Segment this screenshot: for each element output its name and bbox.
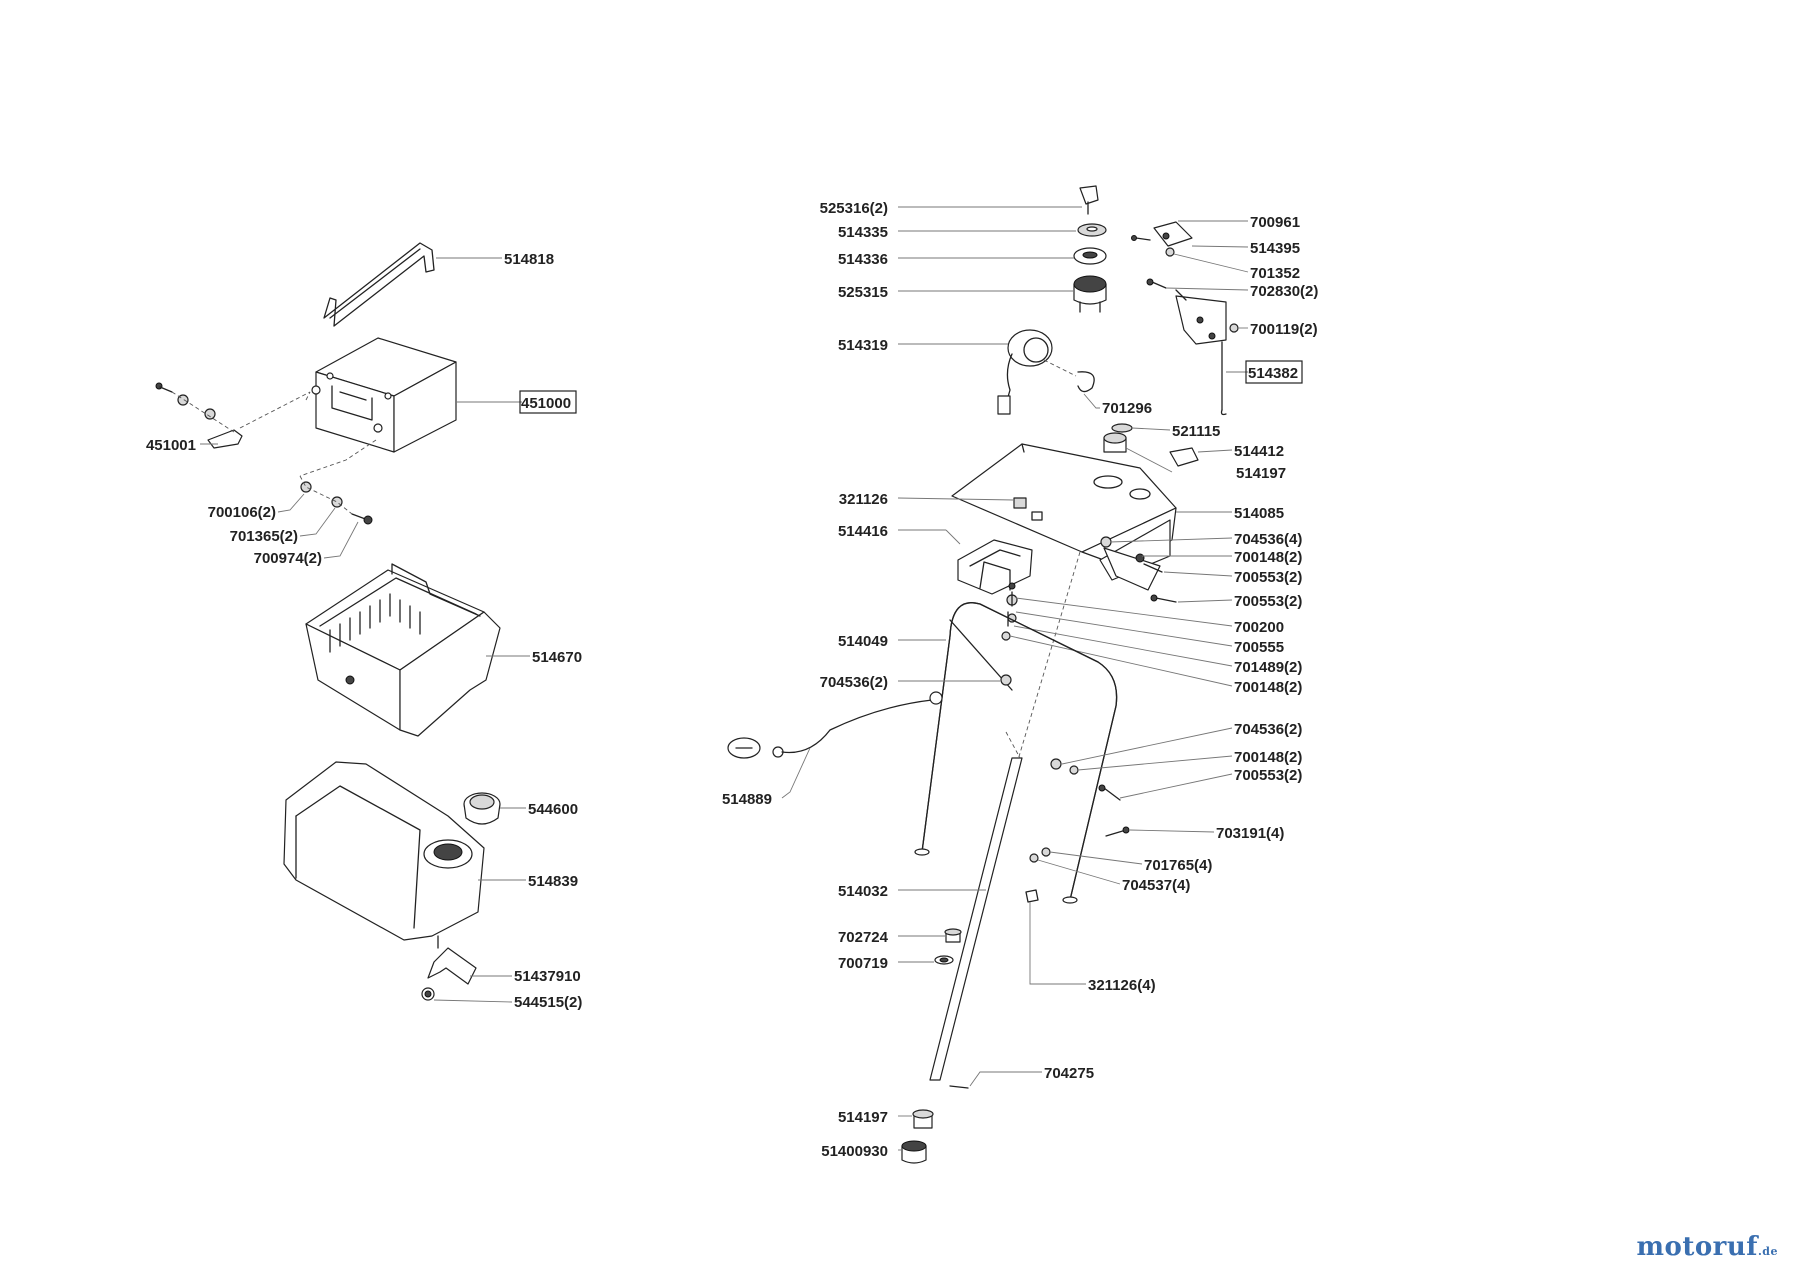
frame-bolts-lower-part [1029, 826, 1215, 885]
part-number-label-701765: 701765(4) [1144, 857, 1212, 874]
part-number-label-514416: 514416 [838, 523, 888, 540]
brand-watermark: motoruf.de [1636, 1232, 1778, 1262]
part-number-label-700148c: 700148(2) [1234, 749, 1302, 766]
part-number-label-514335: 514335 [838, 224, 888, 241]
fuel-tank-part [283, 761, 526, 949]
panel-nut-part [1103, 423, 1233, 473]
part-number-label-704536a: 704536(4) [1234, 531, 1302, 548]
lever-bracket-part [1131, 220, 1249, 273]
part-number-label-701365: 701365(2) [230, 528, 298, 545]
handle-bracket-part [898, 529, 1033, 595]
battery-terminal-part [155, 382, 311, 449]
part-number-label-700719: 700719 [838, 955, 888, 972]
part-number-label-514818: 514818 [504, 251, 554, 268]
part-number-label-703191: 703191(4) [1216, 825, 1284, 842]
part-number-label-700106: 700106(2) [208, 504, 276, 521]
part-number-label-701489: 701489(2) [1234, 659, 1302, 676]
part-number-label-544515: 544515(2) [514, 994, 582, 1011]
part-number-label-700553b: 700553(2) [1234, 593, 1302, 610]
label-box-451000 [519, 390, 577, 414]
part-number-label-700119: 700119(2) [1250, 321, 1318, 338]
part-number-label-700961: 700961 [1250, 214, 1300, 231]
part-number-label-514085: 514085 [1234, 505, 1284, 522]
fuel-cap-part [463, 792, 526, 825]
buzzer-part [898, 329, 1053, 415]
ignition-ring-part [898, 247, 1107, 265]
part-number-label-514382: 514382 [1248, 365, 1298, 382]
part-number-label-514197b: 514197 [838, 1109, 888, 1126]
ground-cable-part [727, 691, 943, 799]
control-rod-part [898, 731, 1023, 1081]
part-number-label-514889: 514889 [722, 791, 772, 808]
ignition-key-part [898, 185, 1099, 215]
part-number-label-321126: 321126 [839, 491, 888, 508]
ignition-nut-part [898, 223, 1107, 237]
part-number-label-521115: 521115 [1172, 423, 1220, 440]
frame-clip-part [1025, 889, 1086, 985]
part-number-label-701296: 701296 [1102, 400, 1152, 417]
brand-name: motoruf [1636, 1232, 1758, 1262]
part-number-label-525316: 525316(2) [820, 200, 888, 217]
handle-fasteners-part [1001, 551, 1233, 781]
part-number-label-514839: 514839 [528, 873, 578, 890]
part-number-label-704275: 704275 [1044, 1065, 1094, 1082]
part-number-label-700974: 700974(2) [254, 550, 322, 567]
part-number-label-700553a: 700553(2) [1234, 569, 1302, 586]
fuel-hose-part [421, 947, 513, 1003]
part-number-label-704537: 704537(4) [1122, 877, 1190, 894]
part-number-label-700200: 700200 [1234, 619, 1284, 636]
panel-fasteners-part [1100, 536, 1233, 603]
part-number-label-700148a: 700148(2) [1234, 549, 1302, 566]
part-number-label-514319: 514319 [838, 337, 888, 354]
handle-frame-part [898, 602, 1118, 904]
brand-tld: .de [1757, 1245, 1778, 1258]
rod-nut-part [898, 928, 962, 965]
part-number-label-704536c: 704536(2) [1234, 721, 1302, 738]
part-number-label-702724: 702724 [838, 929, 889, 946]
part-number-label-702830: 702830(2) [1250, 283, 1318, 300]
part-number-label-704536b: 704536(2) [820, 674, 888, 691]
part-number-label-514670: 514670 [532, 649, 582, 666]
part-number-label-701352: 701352 [1250, 265, 1300, 282]
part-number-label-525315: 525315 [838, 284, 888, 301]
part-labels: 514818 451000 451001 700106(2) 701365(2) 7009… [146, 200, 1318, 1160]
part-number-label-321126b: 321126(4) [1088, 977, 1156, 994]
part-number-label-514049: 514049 [838, 633, 888, 650]
part-number-label-514197a: 514197 [1236, 465, 1286, 482]
part-number-label-700555: 700555 [1234, 639, 1284, 656]
battery-part [311, 337, 522, 453]
panel-clip-part [897, 497, 1015, 501]
frame-bolts-right-part [1050, 727, 1233, 801]
part-number-label-451000: 451000 [521, 395, 571, 412]
battery-fasteners-part [277, 439, 377, 559]
part-number-label-451001: 451001 [146, 437, 196, 454]
part-number-label-514395: 514395 [1250, 240, 1300, 257]
spring-pin-part [949, 1071, 1042, 1089]
rod-knob-part [898, 1109, 934, 1164]
retaining-clip-part [1043, 359, 1100, 409]
part-number-label-514336: 514336 [838, 251, 888, 268]
frame-nut-part [898, 674, 1012, 686]
part-number-label-51400930: 51400930 [821, 1143, 888, 1160]
dashboard-panel-part [951, 443, 1232, 591]
ignition-switch-part [898, 275, 1107, 313]
part-number-label-700553c: 700553(2) [1234, 767, 1302, 784]
part-number-label-544600: 544600 [528, 801, 578, 818]
battery-tray-part [305, 563, 530, 737]
part-number-label-514412: 514412 [1234, 443, 1284, 460]
part-number-label-514032: 514032 [838, 883, 888, 900]
battery-strap-part [323, 242, 502, 327]
part-number-label-700148b: 700148(2) [1234, 679, 1302, 696]
cable-bracket-part [1146, 278, 1249, 416]
part-number-label-51437910: 51437910 [514, 968, 581, 985]
label-box-514382 [1245, 360, 1303, 384]
